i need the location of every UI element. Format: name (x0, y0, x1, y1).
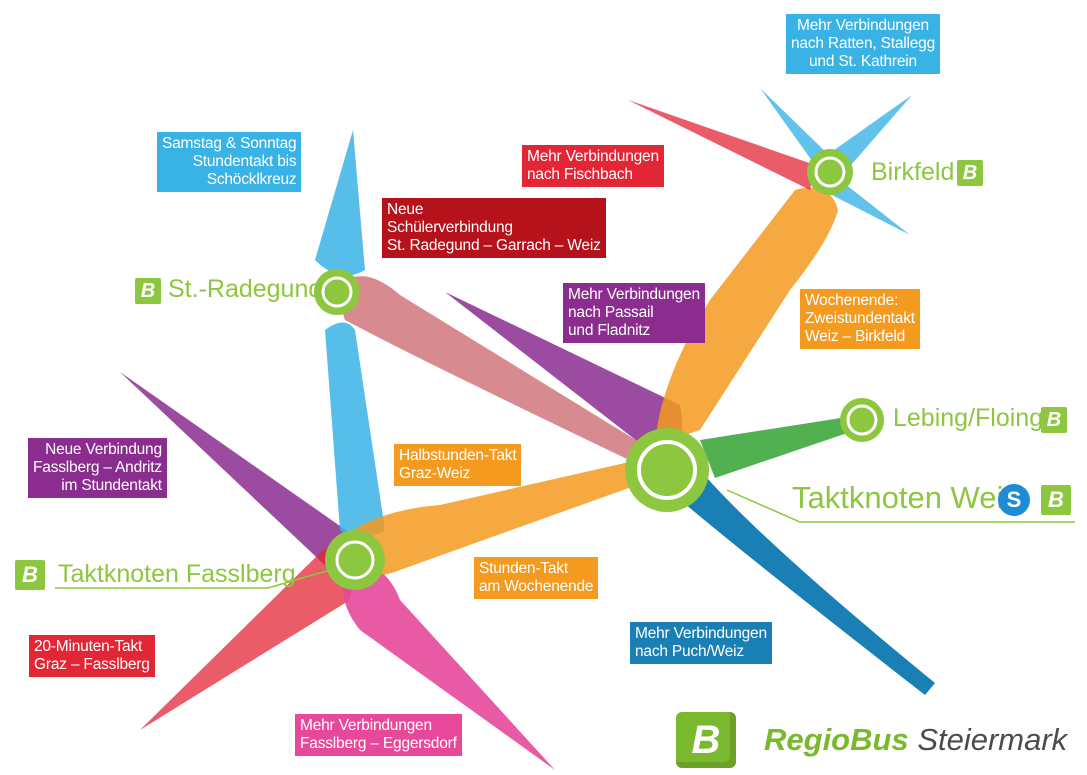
busbadge-radegund: B (135, 278, 161, 304)
petal-birkfeld-nw (760, 88, 832, 172)
petal-fasslberg-weiz (345, 455, 665, 576)
petal-fasslberg-radegund (325, 322, 385, 538)
petal-radegund-north (315, 130, 365, 276)
petal-puch (652, 470, 935, 695)
petal-weiz-birkfeld (655, 187, 838, 445)
node-fasslberg (325, 530, 385, 590)
busbadge-weiz: B (1041, 485, 1071, 515)
info-puch: Mehr Verbindungen nach Puch/Weiz (630, 622, 772, 664)
leader-weiz (726, 489, 1075, 523)
busbadge-fasslberg: B (15, 560, 45, 590)
petal-eggersdorf (342, 560, 555, 770)
petal-birkfeld-se (826, 180, 910, 235)
info-zwanzig: 20-Minuten-Takt Graz – Fasslberg (29, 635, 155, 677)
node-birkfeld (807, 149, 853, 195)
info-wochenende: Wochenende: Zweistundentakt Weiz – Birkf… (800, 289, 920, 349)
leader-fasslberg (55, 569, 331, 589)
logo-wordmark: RegioBus Steiermark (764, 722, 1067, 758)
logo-region: Steiermark (917, 722, 1068, 757)
info-passail: Mehr Verbindungen nach Passail und Fladn… (563, 283, 705, 343)
info-halbstunden: Halbstunden-Takt Graz-Weiz (394, 444, 522, 486)
busbadge-lebing: B (1041, 407, 1067, 433)
petal-graz (140, 548, 353, 730)
petal-passail (445, 292, 683, 455)
logo-letter: B (691, 718, 721, 762)
info-fischbach: Mehr Verbindungen nach Fischbach (522, 145, 664, 187)
node-lebing (840, 398, 884, 442)
node-label-weiz: Taktknoten Weiz (792, 480, 1019, 515)
node-label-fasslberg: Taktknoten Fasslberg (58, 560, 296, 588)
info-ratten: Mehr Verbindungen nach Ratten, Stallegg … (786, 14, 941, 74)
node-label-lebing: Lebing/Floing (893, 404, 1044, 432)
node-radegund (314, 269, 360, 315)
node-label-radegund: St.-Radegund (168, 275, 323, 303)
regiobus-logo: B (676, 712, 736, 768)
sbahn-icon: S (998, 484, 1030, 516)
node-circles (314, 149, 884, 590)
info-samstag: Samstag & Sonntag Stundentakt bis Schöck… (157, 132, 302, 192)
info-andritz: Neue Verbindung Fasslberg – Andritz im S… (28, 438, 167, 498)
petal-andritz (120, 372, 360, 570)
petal-fischbach (628, 100, 815, 190)
petal-radegund-weiz (335, 276, 665, 470)
logo-brand: RegioBus (764, 722, 909, 757)
node-label-birkfeld: Birkfeld (871, 158, 955, 186)
petal-lebing (700, 415, 862, 478)
busbadge-birkfeld: B (957, 160, 983, 186)
info-schueler: Neue Schülerverbindung St. Radegund – Ga… (382, 198, 606, 258)
info-eggersdorf: Mehr Verbindungen Fasslberg – Eggersdorf (295, 714, 462, 756)
info-stundentakt: Stunden-Takt am Wochenende (474, 557, 599, 599)
